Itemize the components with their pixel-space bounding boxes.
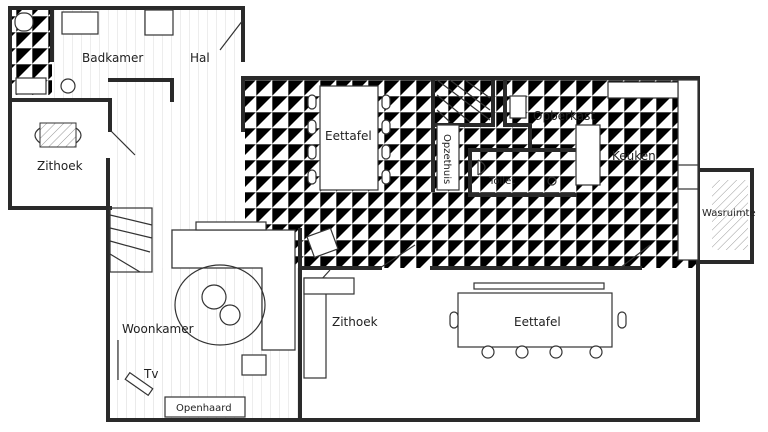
zithoek-table	[34, 122, 82, 148]
label-zithoek-left: Zithoek	[37, 159, 83, 173]
living-furniture	[117, 221, 355, 418]
label-tv: Tv	[143, 367, 158, 381]
label-woonkamer: Woonkamer	[122, 322, 194, 336]
label-toilet: Toilet	[488, 176, 515, 187]
bathroom-fixtures	[14, 9, 174, 95]
label-badkamer: Badkamer	[82, 51, 143, 65]
label-openhaard: Openhaard	[176, 403, 232, 414]
label-eettafel-bottom: Eettafel	[514, 315, 561, 329]
wasruimte-hatch	[712, 180, 748, 250]
kitchen-fixtures	[436, 79, 699, 261]
label-wasruimte: Wasruimte	[702, 208, 756, 219]
label-eettafel-top: Eettafel	[325, 129, 372, 143]
label-opzethuis: Opzethuis	[441, 134, 452, 184]
dining-table-top	[307, 85, 391, 191]
walls	[8, 6, 754, 422]
label-zithoek-mid: Zithoek	[332, 315, 378, 329]
dining-table-bottom	[449, 282, 627, 359]
label-opberkast: Opberkast	[533, 109, 595, 123]
label-keuken: Keuken	[612, 149, 656, 163]
stairs	[109, 79, 491, 273]
label-hal: Hal	[190, 51, 210, 65]
